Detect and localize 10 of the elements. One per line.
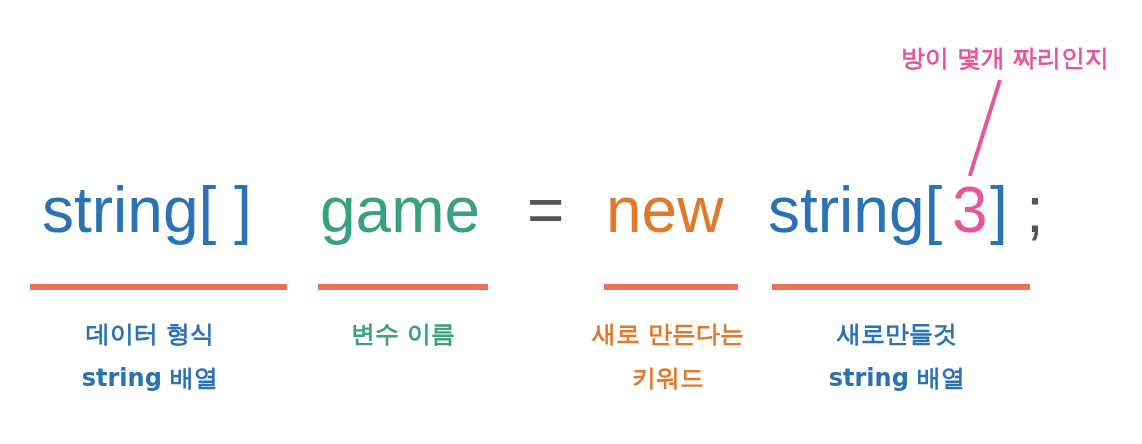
code-token: new	[606, 178, 724, 242]
code-token: 3	[952, 178, 988, 242]
annotation-text: 방이 몇개 짜리인지	[890, 40, 1120, 76]
code-token: ;	[1026, 178, 1044, 242]
description-text: 변수 이름	[349, 319, 457, 350]
description-text: 데이터 형식 string 배열	[80, 319, 220, 394]
code-token: =	[527, 178, 565, 242]
leader-line	[967, 79, 1002, 177]
description-text: 새로만들것 string 배열	[827, 319, 967, 394]
description-text: 새로 만든다는 키워드	[590, 319, 746, 394]
